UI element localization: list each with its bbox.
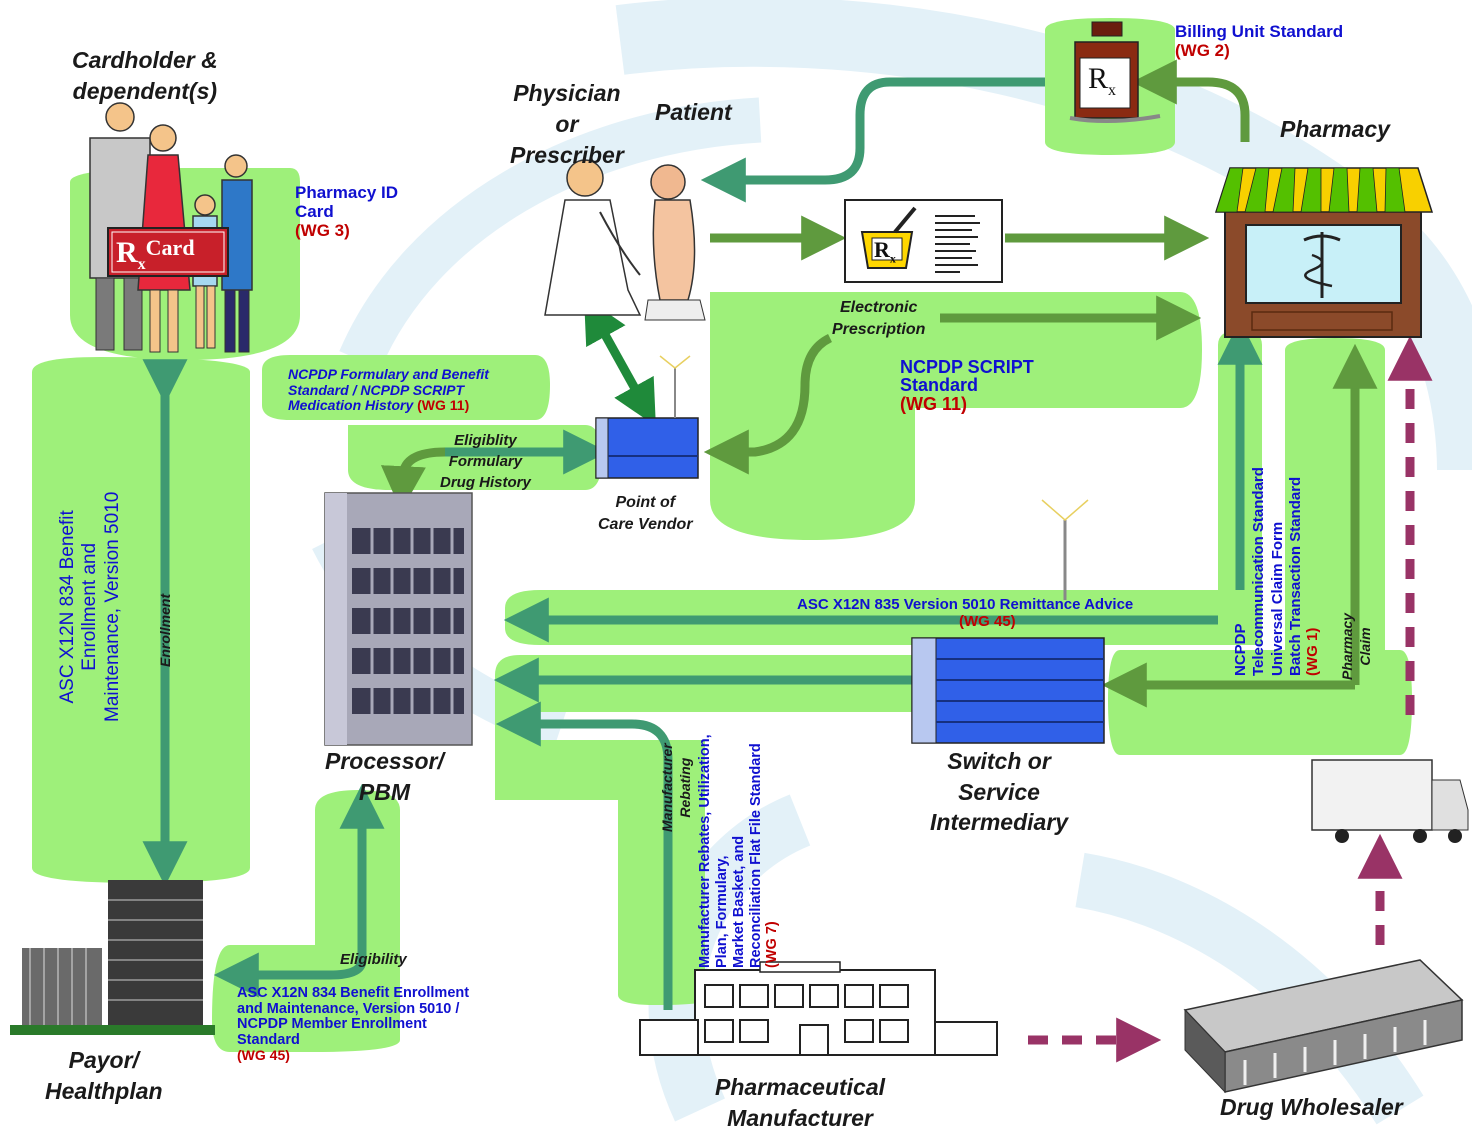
payor-buildings (10, 880, 215, 1035)
band-enrollment (32, 357, 250, 883)
arrow-script-to-pov (703, 333, 833, 475)
remittance-label: ASC X12N 835 Version 5010 Remittance Adv… (797, 596, 1134, 630)
rx-card-icon: RxCard (116, 235, 195, 273)
pharmacy-storefront (1214, 167, 1434, 338)
script-standard-label: NCPDP SCRIPT Standard (WG 11) (900, 357, 1034, 414)
enrollment-arrow-label: Enrollment (157, 593, 173, 667)
pharmacy-id-label: Pharmacy ID Card (WG 3) (295, 183, 398, 241)
eligibility-formulary-label: Eligiblity Formulary Drug History (440, 432, 531, 491)
rebates-standard-label: Manufacturer Rebates, Utilization, Plan,… (697, 734, 781, 968)
pharmacy-claim-label: Pharmacy Claim (1339, 613, 1374, 680)
band-script (710, 292, 1202, 540)
processor-label: Processor/ PBM (325, 748, 444, 805)
rx-pad-icon: Rx (874, 237, 896, 266)
band-eligibility-payor (212, 790, 400, 1052)
switch-computer (911, 499, 1105, 744)
band-switch-processor (495, 655, 925, 1005)
band-pharmacy-claim (1108, 338, 1412, 755)
manufacturer-factory (639, 961, 998, 1056)
arrow-billing-to-physician (700, 77, 1045, 203)
physician-patient-clipart (544, 159, 706, 321)
arrow-rebating-up (495, 701, 673, 1010)
enrollment-834-label: ASC X12N 834 Benefit Enrollment and Main… (57, 491, 123, 722)
wholesaler-building (1183, 959, 1464, 1094)
processor-building (324, 492, 473, 746)
family-clipart (89, 102, 253, 353)
patient-label: Patient (655, 99, 732, 125)
band-formulary (262, 355, 550, 420)
manufacturer-rebating-label: Manufacturer Rebating (659, 743, 694, 832)
rx-bottle-icon: Rx (1088, 62, 1117, 99)
payor-label: Payor/ Healthplan (45, 1047, 163, 1104)
cardholder-label: Cardholder & dependent(s) (72, 47, 218, 104)
switch-label: Switch or Service Intermediary (930, 748, 1069, 836)
member-enrollment-label: ASC X12N 834 Benefit Enrollment and Main… (237, 985, 470, 1063)
delivery-truck (1311, 759, 1469, 843)
formulary-standard-label: NCPDP Formulary and Benefit Standard / N… (288, 366, 489, 414)
electronic-prescription-label: Electronic Prescription (832, 299, 926, 338)
eligibility-label: Eligibility (340, 951, 407, 968)
arrow-eligibility-left (213, 952, 367, 998)
point-of-care-label: Point of Care Vendor (598, 494, 693, 534)
arrow-pharmacy-to-billing (1131, 59, 1250, 142)
band-remittance (505, 330, 1262, 645)
wholesaler-label: Drug Wholesaler (1220, 1094, 1403, 1120)
medicine-bottle (1069, 21, 1161, 124)
arrow-physician-pov (584, 296, 656, 427)
pharmacy-label: Pharmacy (1280, 116, 1390, 142)
telecom-standard-label: NCPDP Telecommunication Standard Univers… (1232, 467, 1322, 676)
arrows (142, 59, 1433, 1063)
arrow-eligibility-to-processor (380, 447, 446, 512)
point-of-care-computer (595, 355, 699, 479)
prescription-pad (844, 199, 1003, 283)
manufacturer-label: Pharmaceutical Manufacturer (715, 1074, 886, 1131)
billing-unit-label: Billing Unit Standard (WG 2) (1175, 22, 1344, 61)
physician-label: Physician or Prescriber (510, 80, 624, 169)
